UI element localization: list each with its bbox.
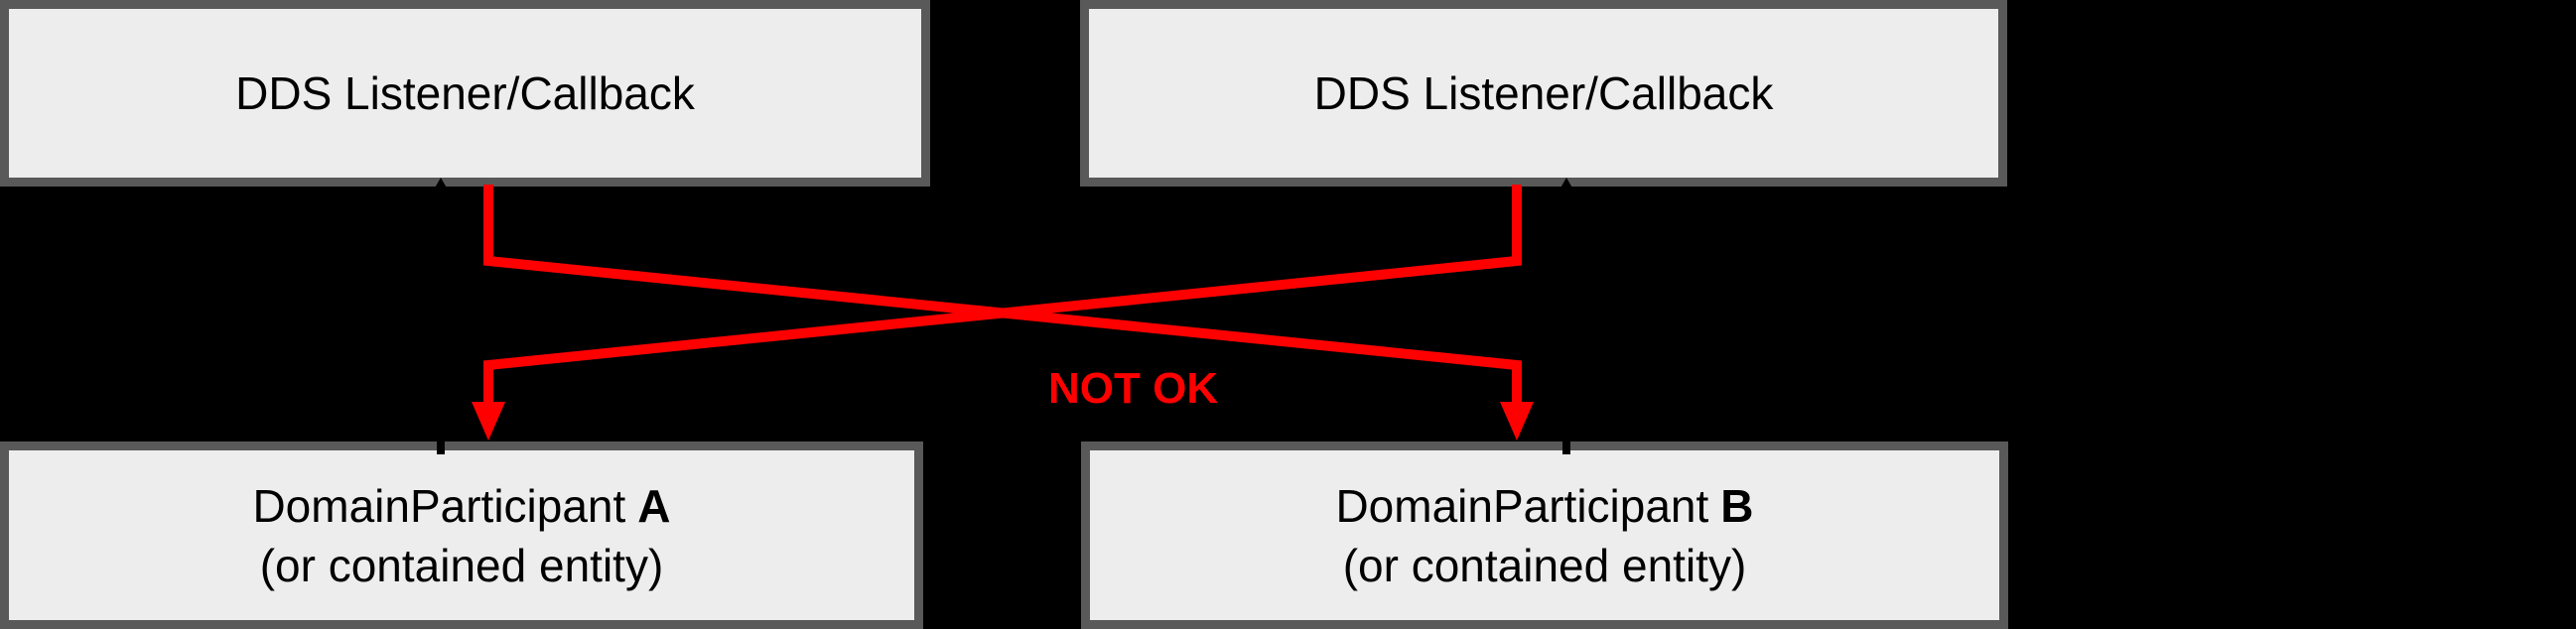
black-up-arrowhead-right-icon	[1556, 178, 1577, 196]
node-dds-listener-right: DDS Listener/Callback	[1080, 0, 2007, 187]
red-arrowhead-into-participant-b-icon	[1500, 402, 1534, 440]
node-label: DDS Listener/Callback	[1313, 67, 1774, 119]
participant-letter: B	[1720, 479, 1754, 532]
not-ok-label: NOT OK	[1048, 364, 1219, 413]
node-label: DDS Listener/Callback	[235, 67, 695, 119]
red-arrowhead-into-participant-a-icon	[472, 402, 505, 440]
participant-name: DomainParticipant	[1335, 479, 1709, 532]
node-dds-listener-left: DDS Listener/Callback	[0, 0, 930, 187]
participant-name: DomainParticipant	[252, 479, 626, 532]
node-subtitle: (or contained entity)	[259, 539, 664, 591]
node-subtitle: (or contained entity)	[1342, 539, 1747, 591]
red-arrow-left-listener-to-participant-b	[483, 185, 1522, 404]
black-up-arrowhead-left-icon	[430, 178, 452, 196]
participant-letter: A	[637, 479, 671, 532]
red-arrow-right-listener-to-participant-a	[483, 185, 1522, 404]
